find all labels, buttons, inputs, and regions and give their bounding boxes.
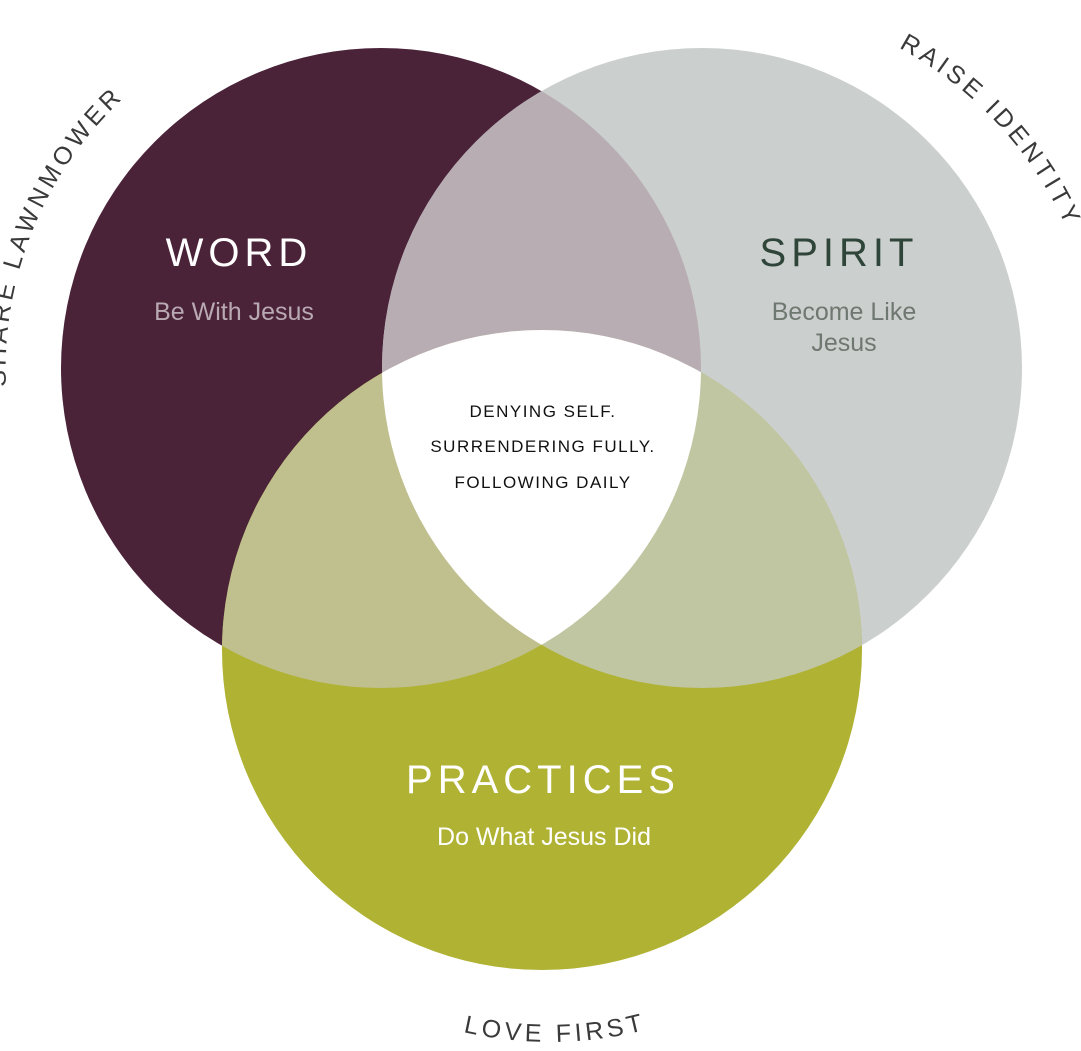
word-title: WORD — [166, 231, 313, 275]
outer-label-practices: LOVE FIRST — [462, 1008, 649, 1048]
center-line-1: DENYING SELF. — [469, 402, 616, 421]
practices-title: PRACTICES — [406, 758, 680, 802]
practices-subtitle: Do What Jesus Did — [437, 823, 651, 851]
center-line-2: SURRENDERING FULLY. — [430, 437, 655, 456]
spirit-subtitle-line1: Become Like — [772, 298, 917, 326]
word-subtitle: Be With Jesus — [154, 298, 314, 326]
center-line-3: FOLLOWING DAILY — [454, 473, 631, 492]
spirit-title: SPIRIT — [760, 231, 919, 275]
spirit-subtitle-line2: Jesus — [811, 329, 876, 357]
